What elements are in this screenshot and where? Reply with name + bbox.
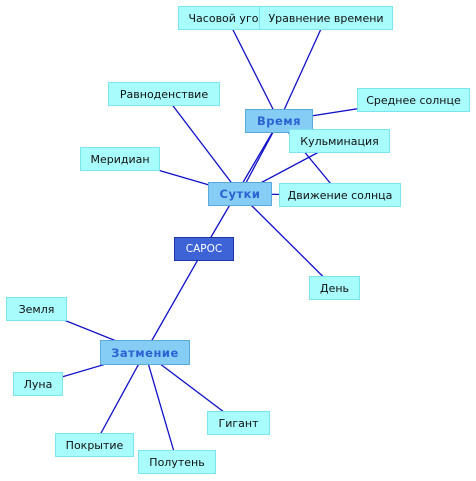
node-dvizhenie-solnca[interactable]: Движение солнца — [279, 183, 401, 207]
node-den[interactable]: День — [309, 276, 360, 300]
node-ravnodenstvie[interactable]: Равноденствие — [108, 82, 220, 106]
node-meridian[interactable]: Меридиан — [80, 147, 160, 171]
node-poluten[interactable]: Полутень — [138, 450, 216, 474]
node-pokrytie[interactable]: Покрытие — [55, 433, 134, 457]
edge-root-zatmenie — [144, 248, 205, 353]
node-uravnenie-vremeni[interactable]: Уравнение времени — [259, 6, 393, 30]
node-luna[interactable]: Луна — [13, 372, 63, 396]
node-gigant[interactable]: Гигант — [207, 411, 270, 435]
edge-vremya-chasovoy_ugol — [226, 17, 280, 122]
edge-zatmenie-pokrytie — [93, 352, 146, 446]
node-kulminaciya[interactable]: Кульминация — [289, 129, 390, 153]
edge-vremya-uravnenie_vremeni — [278, 17, 327, 122]
edge-sutki-vremya — [239, 120, 280, 195]
edge-sutki-den — [239, 193, 335, 289]
node-sutki[interactable]: Сутки — [208, 182, 272, 206]
edge-zatmenie-poluten — [144, 352, 178, 463]
edge-sutki-ravnodenstvie — [163, 93, 241, 195]
node-saros[interactable]: САРОС — [174, 237, 234, 261]
node-srednee-solnce[interactable]: Среднее солнце — [357, 88, 470, 112]
node-zemlya[interactable]: Земля — [6, 297, 67, 321]
node-zatmenie[interactable]: Затмение — [100, 340, 190, 365]
